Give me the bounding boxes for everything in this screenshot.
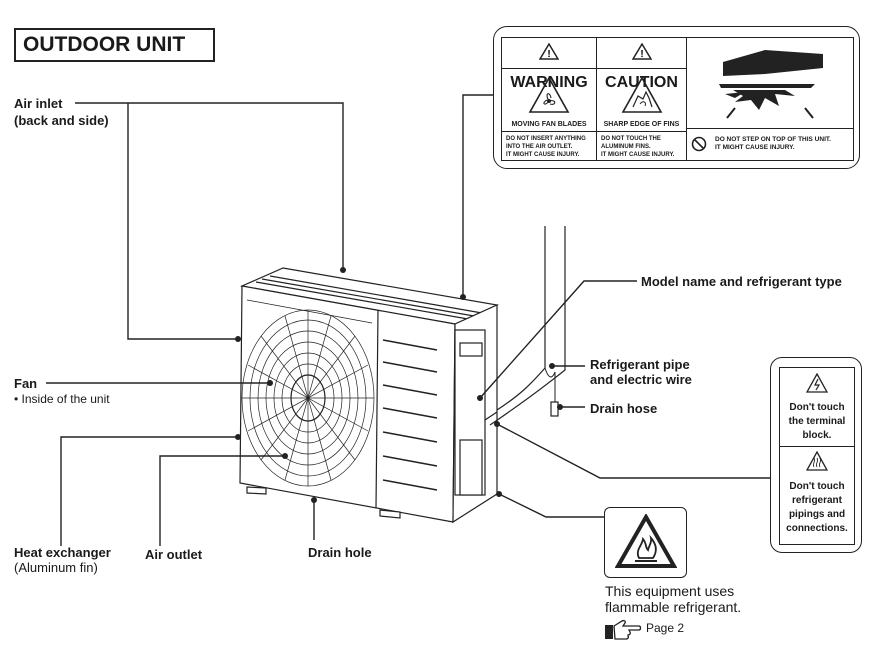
pointing-hand-icon <box>605 619 642 640</box>
air-inlet-sublabel: (back and side) <box>14 113 109 128</box>
warning-subtitle: MOVING FAN BLADES <box>511 121 587 128</box>
terminal-text-line-1: Don't touch <box>789 402 845 413</box>
page-reference-link[interactable]: Page 2 <box>646 621 685 635</box>
page-title: OUTDOOR UNIT <box>14 28 215 62</box>
no-step-panel: DO NOT STEP ON TOP OF THIS UNIT. IT MIGH… <box>687 38 853 160</box>
caution-text-line-2: ALUMINUM FINS. <box>601 144 651 150</box>
outdoor-unit-illustration <box>239 226 566 524</box>
flammable-text-line-1: This equipment uses <box>605 583 735 599</box>
terminal-text-line-2: the terminal <box>788 416 846 427</box>
heat-exchanger-sublabel: (Aluminum fin) <box>14 560 98 575</box>
warning-caution-label: ! WARNING MOVING FAN BLADES DO NOT INSER… <box>493 26 860 169</box>
svg-text:!: ! <box>547 49 550 60</box>
step-text-line-1: DO NOT STEP ON TOP OF THIS UNIT. <box>715 136 831 143</box>
warning-text-line-1: DO NOT INSERT ANYTHING <box>506 136 586 142</box>
terminal-text-line-6: pipings and <box>788 509 846 520</box>
caution-title: CAUTION <box>605 74 678 91</box>
warning-triangle-icon: ! <box>538 42 560 60</box>
caution-text-line-1: DO NOT TOUCH THE <box>601 136 661 142</box>
caution-triangle-icon: ! <box>631 42 652 60</box>
electric-wire-label: and electric wire <box>590 372 692 387</box>
flammable-text-line-2: flammable refrigerant. <box>605 599 742 615</box>
warning-panel: ! WARNING MOVING FAN BLADES DO NOT INSER… <box>502 38 597 160</box>
air-inlet-label: Air inlet <box>14 96 63 111</box>
fan-label: Fan <box>14 376 38 391</box>
fan-blade-icon <box>528 76 570 113</box>
model-name-label: Model name and refrigerant type <box>641 274 842 289</box>
terminal-warning-label: Don't touch the terminal block. Don't to… <box>770 357 862 553</box>
caution-text-line-3: IT MIGHT CAUSE INJURY. <box>601 152 675 158</box>
flammable-warning-symbol <box>604 507 687 578</box>
air-outlet-label: Air outlet <box>145 547 203 562</box>
no-step-icon <box>691 136 707 152</box>
caution-subtitle: SHARP EDGE OF FINS <box>603 121 680 128</box>
fan-grille <box>241 309 375 487</box>
terminal-text-line-5: refrigerant <box>791 495 842 506</box>
terminal-text-line-3: block. <box>802 430 832 441</box>
sharp-fin-icon <box>621 76 663 113</box>
drain-hole-label: Drain hole <box>308 545 372 560</box>
hot-surface-icon <box>806 451 828 471</box>
leader-dots <box>235 267 563 503</box>
step-text-line-2: IT MIGHT CAUSE INJURY. <box>715 144 795 151</box>
terminal-divider <box>780 446 854 447</box>
refrigerant-pipe-label: Refrigerant pipe <box>590 357 690 372</box>
warning-text-line-2: INTO THE AIR OUTLET. <box>506 144 573 150</box>
caution-panel: ! CAUTION SHARP EDGE OF FINS DO NOT TOUC… <box>597 38 687 160</box>
warning-title: WARNING <box>510 74 588 91</box>
leader-lines <box>46 94 770 546</box>
drain-hose-label: Drain hose <box>590 401 658 416</box>
warning-text-line-3: IT MIGHT CAUSE INJURY. <box>506 152 580 158</box>
electric-shock-icon <box>806 373 828 393</box>
flame-icon <box>615 514 677 568</box>
fan-sublabel: • Inside of the unit <box>14 392 110 406</box>
heat-exchanger-label: Heat exchanger <box>14 545 111 560</box>
step-on-unit-icon <box>719 50 823 119</box>
terminal-text-line-4: Don't touch <box>789 481 845 492</box>
svg-text:!: ! <box>640 49 643 60</box>
terminal-text-line-7: connections. <box>786 523 848 534</box>
